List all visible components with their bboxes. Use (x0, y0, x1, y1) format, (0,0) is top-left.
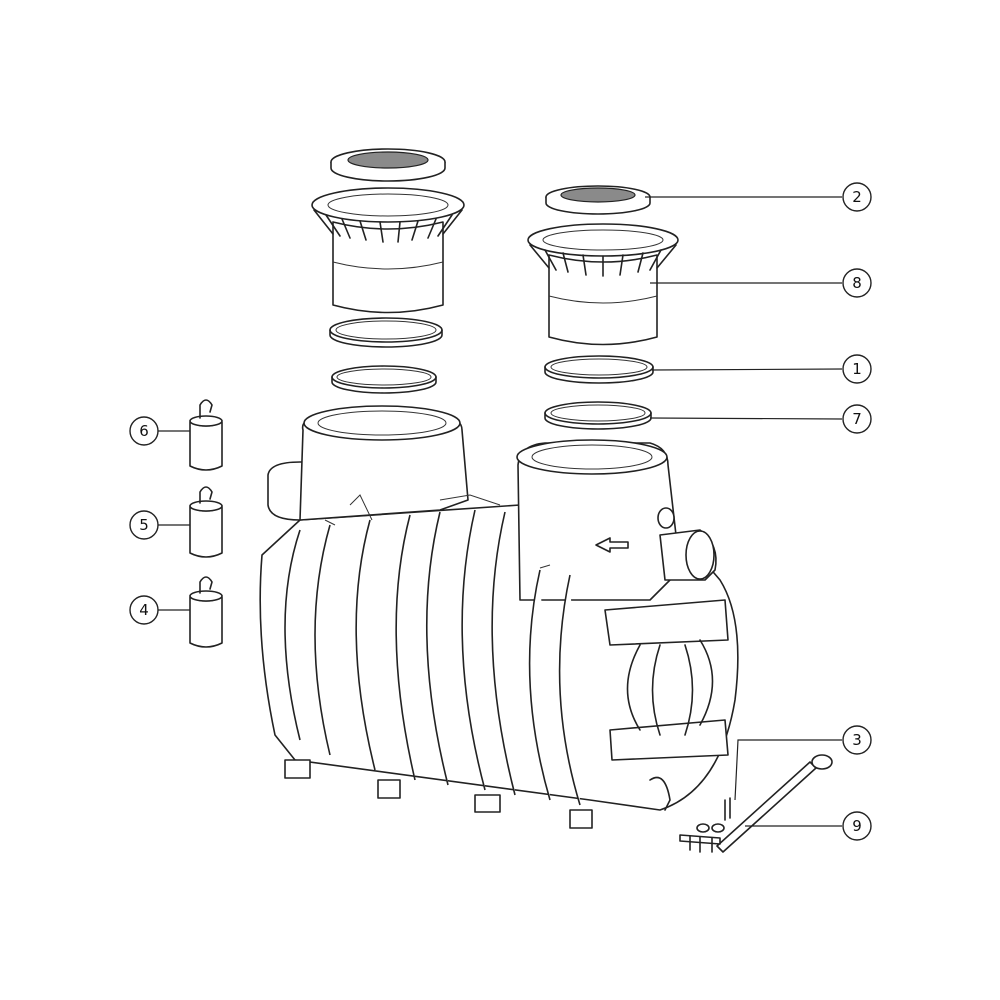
leader-3 (734, 739, 842, 801)
callout-7: 7 (842, 404, 872, 434)
leader-1 (651, 368, 843, 371)
callout-1-label: 1 (852, 360, 862, 378)
right-cover-lid (545, 185, 651, 215)
callout-5: 5 (129, 510, 159, 540)
callout-6-label: 6 (139, 422, 149, 440)
callout-3-label: 3 (852, 731, 862, 749)
right-shaft-extension (527, 223, 679, 346)
callout-9-label: 9 (852, 817, 862, 835)
left-cover-lid (330, 148, 446, 182)
left-shaft-extension (311, 187, 465, 314)
callout-3: 3 (842, 725, 872, 755)
filter-cartridge-5 (189, 486, 223, 558)
leader-lines (144, 196, 843, 827)
callout-2-label: 2 (852, 188, 862, 206)
right-locking-ring (544, 355, 654, 384)
leader-7 (649, 417, 843, 420)
tank-body (259, 405, 739, 829)
callout-1: 1 (842, 354, 872, 384)
callout-2: 2 (842, 182, 872, 212)
callout-9: 9 (842, 811, 872, 841)
callout-6: 6 (129, 416, 159, 446)
filter-cartridge-4 (189, 576, 223, 648)
left-gasket (331, 365, 437, 394)
callout-4-label: 4 (139, 601, 149, 619)
callout-7-label: 7 (852, 410, 862, 428)
callout-4: 4 (129, 595, 159, 625)
callout-5-label: 5 (139, 516, 149, 534)
callout-8-label: 8 (852, 274, 862, 292)
callout-8: 8 (842, 268, 872, 298)
left-locking-ring (329, 317, 443, 348)
right-gasket (544, 401, 652, 430)
filter-cartridge-6 (189, 399, 223, 471)
pipe-assembly (679, 754, 833, 853)
